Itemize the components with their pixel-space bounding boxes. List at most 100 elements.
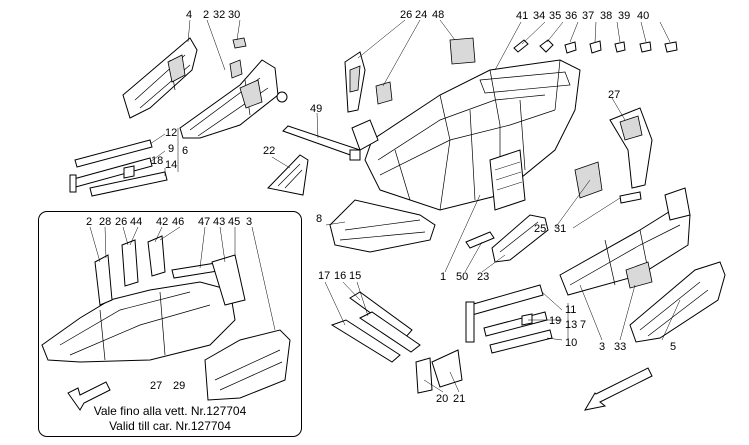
- inset-callout-42[interactable]: 42: [156, 216, 169, 228]
- callout-18[interactable]: 18: [151, 155, 164, 167]
- inset-callout-3[interactable]: 3: [246, 216, 253, 228]
- callout-26[interactable]: 26: [400, 9, 413, 21]
- part-upright-26[interactable]: [344, 51, 366, 113]
- part-side-panel-5[interactable]: [629, 261, 726, 343]
- callout-6[interactable]: 6: [182, 145, 189, 157]
- inset-validity-note-italian: Vale fino alla vett. Nr.127704: [93, 404, 247, 418]
- inset-callout-27[interactable]: 27: [150, 380, 163, 392]
- arrow-direction-icon-left: [67, 381, 111, 411]
- callout-15[interactable]: 15: [349, 270, 362, 282]
- part-cover-48[interactable]: [449, 37, 476, 65]
- callout-38[interactable]: 38: [600, 10, 613, 22]
- inset-callout-29[interactable]: 29: [173, 380, 186, 392]
- callout-22[interactable]: 22: [263, 145, 276, 157]
- callout-12[interactable]: 12: [165, 127, 178, 139]
- part-rail-11[interactable]: [465, 284, 544, 343]
- callout-10[interactable]: 10: [565, 337, 578, 349]
- part-plate-31[interactable]: [619, 191, 642, 204]
- callout-36[interactable]: 36: [565, 10, 578, 22]
- leader-lines: [89, 19, 681, 393]
- part-rail-14[interactable]: [89, 171, 168, 197]
- callout-37[interactable]: 37: [582, 10, 595, 22]
- inset-validity-note-english: Valid till car. Nr.127704: [109, 419, 231, 433]
- inset-callout-43[interactable]: 43: [213, 216, 226, 228]
- inset-callout-28[interactable]: 28: [99, 216, 112, 228]
- callout-40[interactable]: 40: [637, 10, 650, 22]
- fastener-38[interactable]: [614, 41, 626, 53]
- callout-39[interactable]: 39: [618, 10, 631, 22]
- inset-callout-26[interactable]: 26: [115, 216, 128, 228]
- part-bracket-50[interactable]: [465, 231, 495, 249]
- callout-49[interactable]: 49: [310, 103, 323, 115]
- callout-41[interactable]: 41: [516, 10, 529, 22]
- callout-27[interactable]: 27: [608, 89, 621, 101]
- callout-24[interactable]: 24: [415, 9, 428, 21]
- callout-16[interactable]: 16: [334, 270, 347, 282]
- part-front-side-frame-right[interactable]: [179, 59, 288, 139]
- inset-callout-45[interactable]: 45: [228, 216, 241, 228]
- part-front-side-frame-left[interactable]: [122, 37, 198, 119]
- callout-5[interactable]: 5: [670, 341, 677, 353]
- fastener-40[interactable]: [664, 41, 678, 53]
- inset-frame: [38, 211, 302, 437]
- callout-50[interactable]: 50: [456, 271, 469, 283]
- callout-7[interactable]: 7: [580, 319, 587, 331]
- callout-35[interactable]: 35: [549, 10, 562, 22]
- callout-4[interactable]: 4: [186, 9, 193, 21]
- callout-8[interactable]: 8: [316, 213, 323, 225]
- part-cross-bar-49[interactable]: [282, 125, 361, 161]
- part-panel-25[interactable]: [574, 161, 603, 199]
- part-bracket-24[interactable]: [375, 81, 393, 105]
- callout-30[interactable]: 30: [228, 9, 241, 21]
- callout-2[interactable]: 2: [203, 9, 210, 21]
- part-bracket-27[interactable]: [609, 107, 653, 189]
- part-subframe-8[interactable]: [329, 199, 436, 253]
- fastener-39[interactable]: [639, 41, 652, 53]
- callout-32[interactable]: 32: [213, 9, 226, 21]
- part-rail-9[interactable]: [69, 157, 153, 193]
- part-rail-10[interactable]: [489, 329, 553, 354]
- part-rail-12[interactable]: [74, 139, 153, 168]
- part-small-block-30[interactable]: [232, 37, 247, 49]
- callout-48[interactable]: 48: [432, 9, 445, 21]
- callout-21[interactable]: 21: [453, 393, 466, 405]
- fastener-37[interactable]: [589, 40, 602, 54]
- part-small-bracket-32[interactable]: [229, 59, 243, 79]
- callout-11[interactable]: 11: [565, 304, 577, 316]
- fastener-36[interactable]: [564, 41, 577, 54]
- part-bracket-22[interactable]: [267, 154, 309, 196]
- inset-callout-46[interactable]: 46: [172, 216, 185, 228]
- callout-34[interactable]: 34: [533, 10, 546, 22]
- callout-13[interactable]: 13: [565, 319, 578, 331]
- callout-3[interactable]: 3: [599, 341, 606, 353]
- callout-14[interactable]: 14: [165, 159, 178, 171]
- callout-20[interactable]: 20: [436, 393, 449, 405]
- callout-9[interactable]: 9: [168, 143, 175, 155]
- fastener-34[interactable]: [513, 39, 529, 53]
- part-plate-18[interactable]: [123, 165, 135, 179]
- callout-31[interactable]: 31: [554, 223, 567, 235]
- part-main-chassis-1[interactable]: [351, 59, 581, 211]
- part-rail-13[interactable]: [483, 311, 548, 337]
- part-side-panel-3[interactable]: [559, 187, 691, 296]
- fastener-35[interactable]: [539, 39, 554, 53]
- part-bracket-21[interactable]: [431, 349, 463, 388]
- callout-1[interactable]: 1: [440, 271, 447, 283]
- inset-callout-44[interactable]: 44: [130, 216, 143, 228]
- part-insert-33[interactable]: [625, 261, 653, 289]
- inset-callout-47[interactable]: 47: [198, 216, 211, 228]
- callout-23[interactable]: 23: [477, 271, 490, 283]
- part-strip-15[interactable]: [359, 311, 421, 353]
- callout-33[interactable]: 33: [614, 341, 627, 353]
- callout-17[interactable]: 17: [318, 270, 331, 282]
- part-bracket-20[interactable]: [415, 357, 433, 394]
- part-panel-23[interactable]: [491, 214, 549, 263]
- part-strip-17[interactable]: [330, 319, 401, 363]
- inset-callout-2[interactable]: 2: [86, 216, 93, 228]
- callout-25[interactable]: 25: [534, 223, 547, 235]
- inset-chassis-drawing[interactable]: [41, 235, 291, 401]
- part-plate-19[interactable]: [521, 313, 533, 326]
- callout-19[interactable]: 19: [549, 315, 562, 327]
